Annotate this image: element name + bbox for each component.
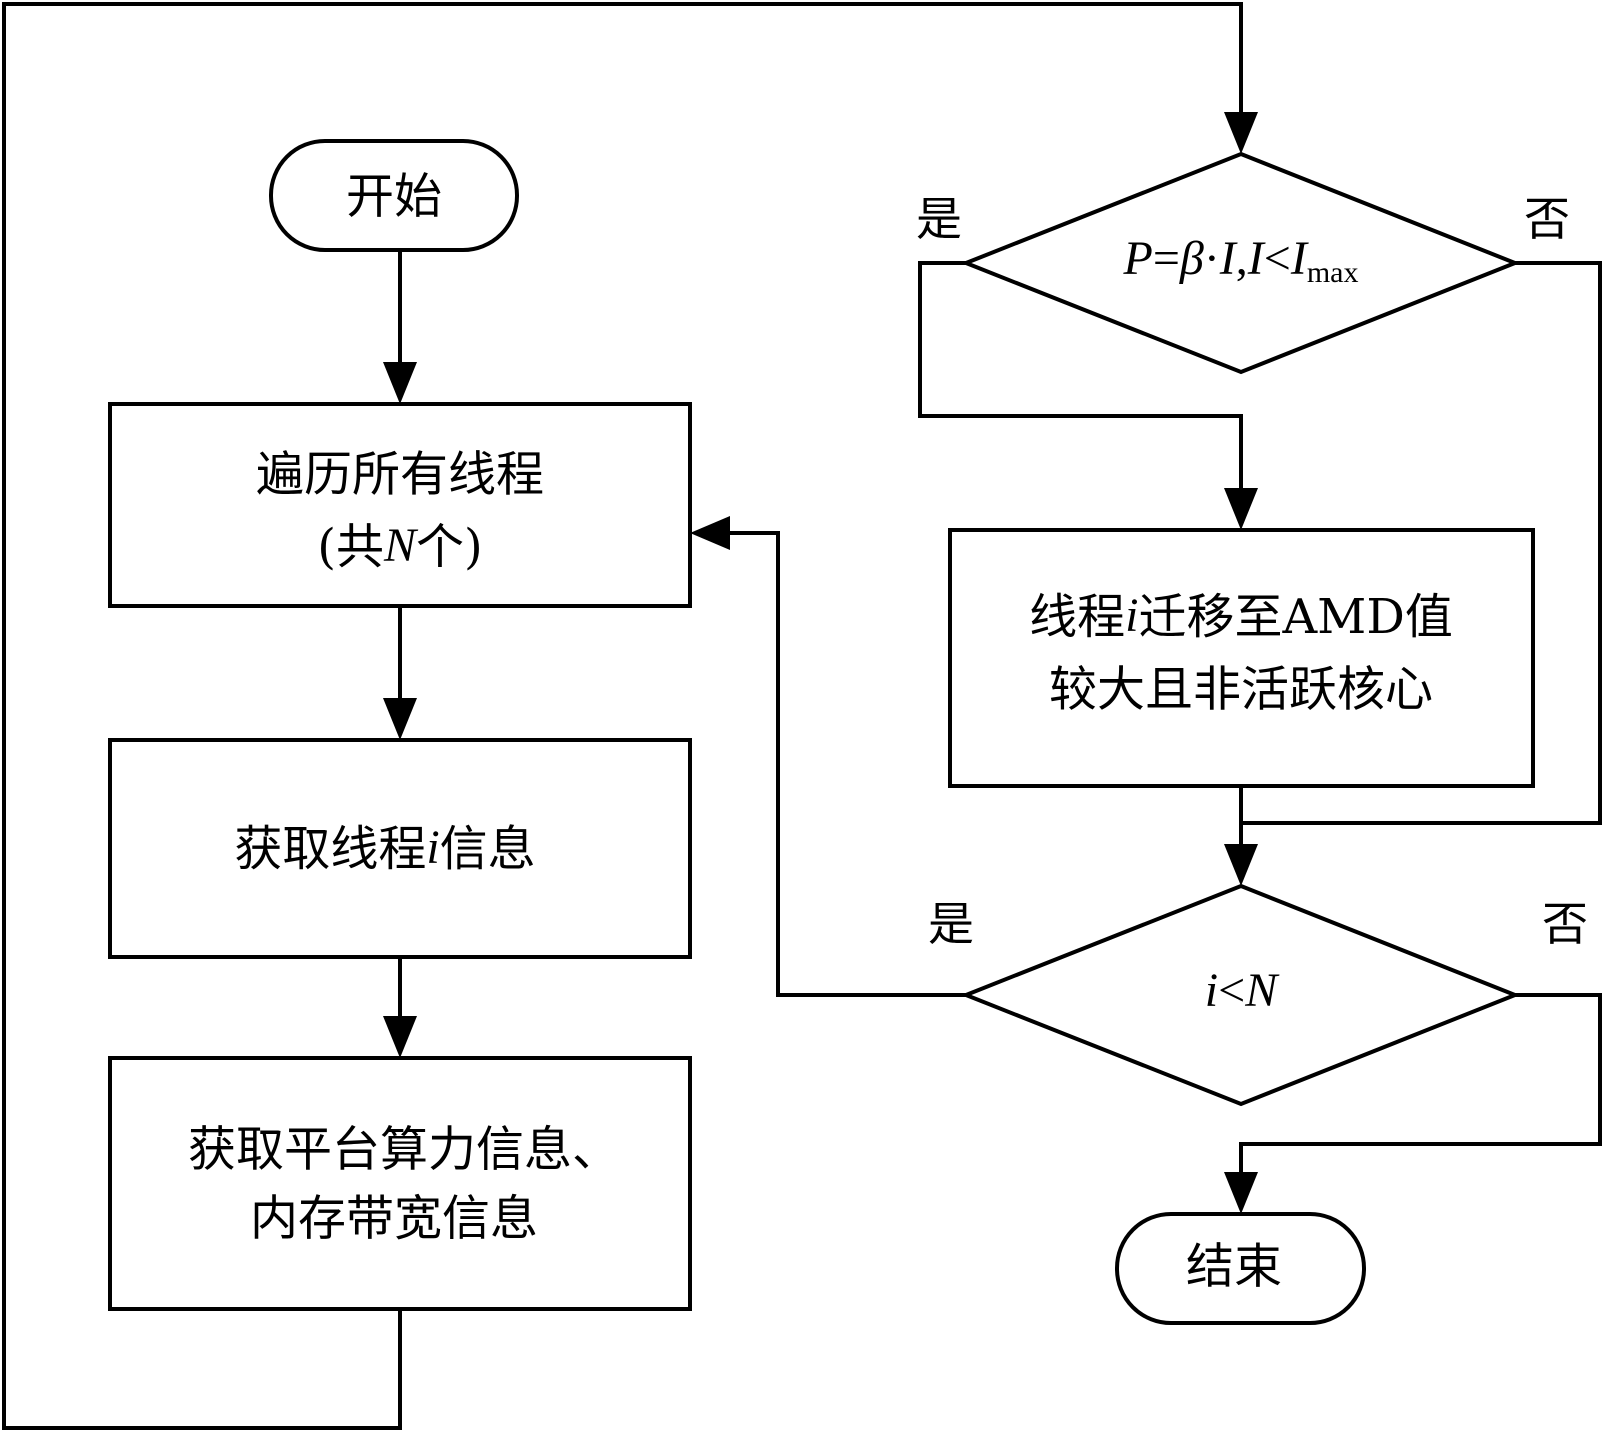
- thread-count-diamond: [960, 883, 1521, 1107]
- start-label: 开始: [346, 169, 442, 225]
- edge-get-platform-to-power-decision: [2, 2, 1243, 1430]
- migrate-thread-line1: 线程i迁移至AMD值: [1029, 589, 1453, 645]
- count-yes-label: 是: [928, 897, 974, 951]
- get-thread-info-box: [108, 738, 692, 959]
- migrate-thread-line2: 较大且非活跃核心: [1049, 662, 1433, 718]
- get-platform-info-line2: 内存带宽信息: [250, 1191, 538, 1247]
- power-no-label: 否: [1524, 192, 1570, 246]
- count-no-label: 否: [1542, 897, 1588, 951]
- edge-count-no-to-end: [1239, 993, 1602, 1180]
- get-thread-info-label: 获取线程i信息: [234, 821, 535, 877]
- traverse-threads-line1: 遍历所有线程: [256, 447, 544, 503]
- get-platform-info-box: [108, 1056, 692, 1311]
- arrowhead-get-thread-to-get-platform: [383, 1016, 417, 1058]
- get-platform-info-line1: 获取平台算力信息、: [188, 1122, 620, 1178]
- arrowhead-start-to-traverse: [383, 362, 417, 404]
- edge-power-no-to-join: [1241, 261, 1602, 825]
- edge-count-yes-to-traverse: [720, 531, 966, 997]
- traverse-threads-line2: (共N个): [317, 519, 482, 575]
- arrowhead-traverse-to-get-thread: [383, 698, 417, 740]
- arrowhead-to-count-decision: [1224, 844, 1258, 886]
- arrowhead-to-traverse: [690, 516, 730, 550]
- thread-count-label: i<N: [1205, 964, 1280, 1017]
- edge-power-yes-to-migrate: [918, 261, 1243, 498]
- power-condition-diamond: [960, 151, 1521, 375]
- end-terminator: [1115, 1212, 1366, 1325]
- power-yes-label: 是: [916, 192, 962, 246]
- arrowhead-to-power-decision: [1224, 112, 1258, 154]
- power-condition-label: P=β·I,I<Imax: [1123, 232, 1359, 289]
- arrowhead-to-migrate: [1224, 488, 1258, 530]
- traverse-threads-box: [108, 402, 692, 608]
- end-label: 结束: [1186, 1239, 1282, 1295]
- arrowhead-to-end: [1224, 1172, 1258, 1214]
- start-terminator: [269, 139, 519, 252]
- migrate-thread-box: [948, 528, 1535, 788]
